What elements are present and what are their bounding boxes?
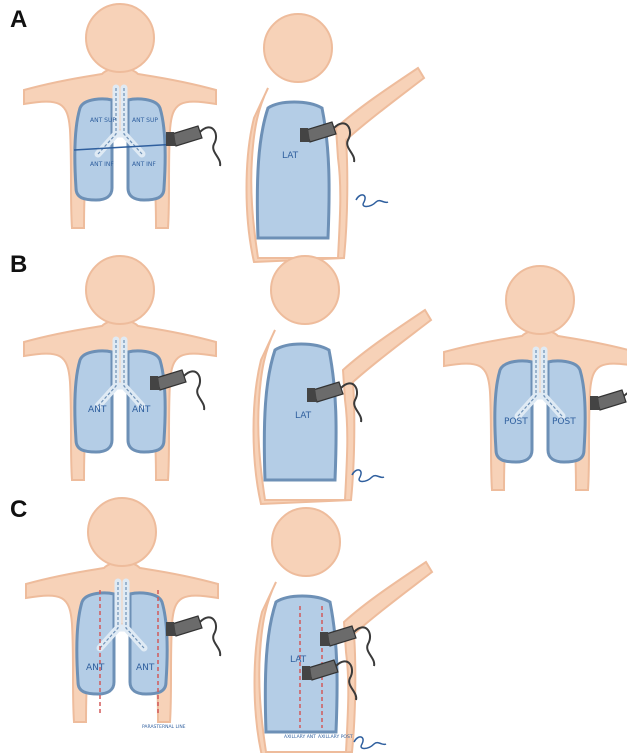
signature-a xyxy=(356,195,388,207)
panel-a-front: ANT SUP ANT SUP ANT INF ANT INF xyxy=(24,4,220,228)
zone-label-c-front-2: ANT xyxy=(136,663,155,673)
signature-b xyxy=(352,470,384,482)
line-label-parasternal: PARASTERNAL LINE xyxy=(142,724,186,730)
zone-label-b-front-1: ANT xyxy=(88,405,107,415)
zone-label-a-front-3: ANT INF xyxy=(90,161,114,168)
panel-a-lateral: LAT xyxy=(247,14,425,262)
zone-label-c-lateral: LAT xyxy=(290,655,307,665)
line-label-axillary-ant: AXILLARY ANT xyxy=(284,734,316,740)
panel-c-front: ANT ANT PARASTERNAL LINE xyxy=(26,498,220,730)
zone-label-a-lateral: LAT xyxy=(282,151,299,161)
panel-c-lateral: LAT AXILLARY ANT AXILLARY POST xyxy=(255,508,433,753)
ultrasound-probe-icon xyxy=(166,616,220,656)
panel-b-lateral: LAT xyxy=(254,256,432,504)
zone-label-b-back-2: POST xyxy=(552,417,576,427)
panel-b-front: ANT ANT xyxy=(24,256,216,480)
zone-label-c-front-1: ANT xyxy=(86,663,105,673)
zone-label-a-front-2: ANT SUP xyxy=(132,117,158,124)
ultrasound-probe-icon xyxy=(166,126,220,166)
zone-label-b-lateral: LAT xyxy=(295,411,312,421)
zone-label-a-front-1: ANT SUP xyxy=(90,117,116,124)
ultrasound-probe-icon xyxy=(590,390,627,430)
line-label-axillary-post: AXILLARY POST xyxy=(318,734,353,740)
panel-b-back: POST POST xyxy=(444,266,627,490)
zone-label-a-front-4: ANT INF xyxy=(132,161,156,168)
zone-label-b-back-1: POST xyxy=(504,417,528,427)
zone-label-b-front-2: ANT xyxy=(132,405,151,415)
signature-c xyxy=(354,737,386,749)
